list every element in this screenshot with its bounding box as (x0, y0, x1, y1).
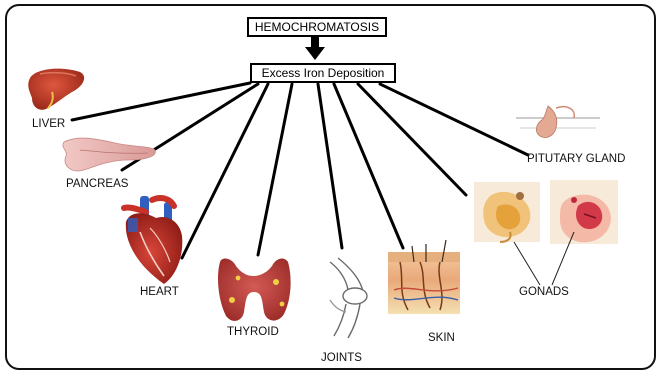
root-box: Excess Iron Deposition (250, 63, 396, 83)
heart-image (124, 196, 182, 284)
pancreas-image (63, 138, 156, 171)
label-joints: JOINTS (321, 352, 362, 364)
gonads-male-image (474, 182, 540, 242)
line-thyroid (258, 84, 292, 255)
line-heart (182, 84, 268, 258)
title-text: HEMOCHROMATOSIS (255, 20, 379, 34)
line-liver (72, 83, 250, 120)
line-joints (318, 84, 342, 248)
title-box: HEMOCHROMATOSIS (247, 17, 387, 37)
label-thyroid: THYROID (227, 326, 279, 338)
root-text: Excess Iron Deposition (262, 66, 385, 80)
label-pancreas: PANCREAS (66, 178, 128, 190)
joints-image (330, 258, 367, 338)
thyroid-image (218, 259, 291, 321)
liver-image (28, 69, 84, 110)
label-liver: LIVER (32, 118, 65, 130)
skin-image (388, 240, 460, 314)
label-skin: SKIN (428, 332, 455, 344)
label-gonads: GONADS (519, 286, 569, 298)
pituitary-image (516, 106, 600, 138)
line-pituitary (380, 84, 528, 155)
line-skin (334, 84, 403, 248)
gonads-female-image (550, 180, 618, 244)
label-pituitary: PITUTARY GLAND (527, 153, 625, 165)
label-heart: HEART (140, 286, 179, 298)
down-arrow (305, 37, 325, 60)
